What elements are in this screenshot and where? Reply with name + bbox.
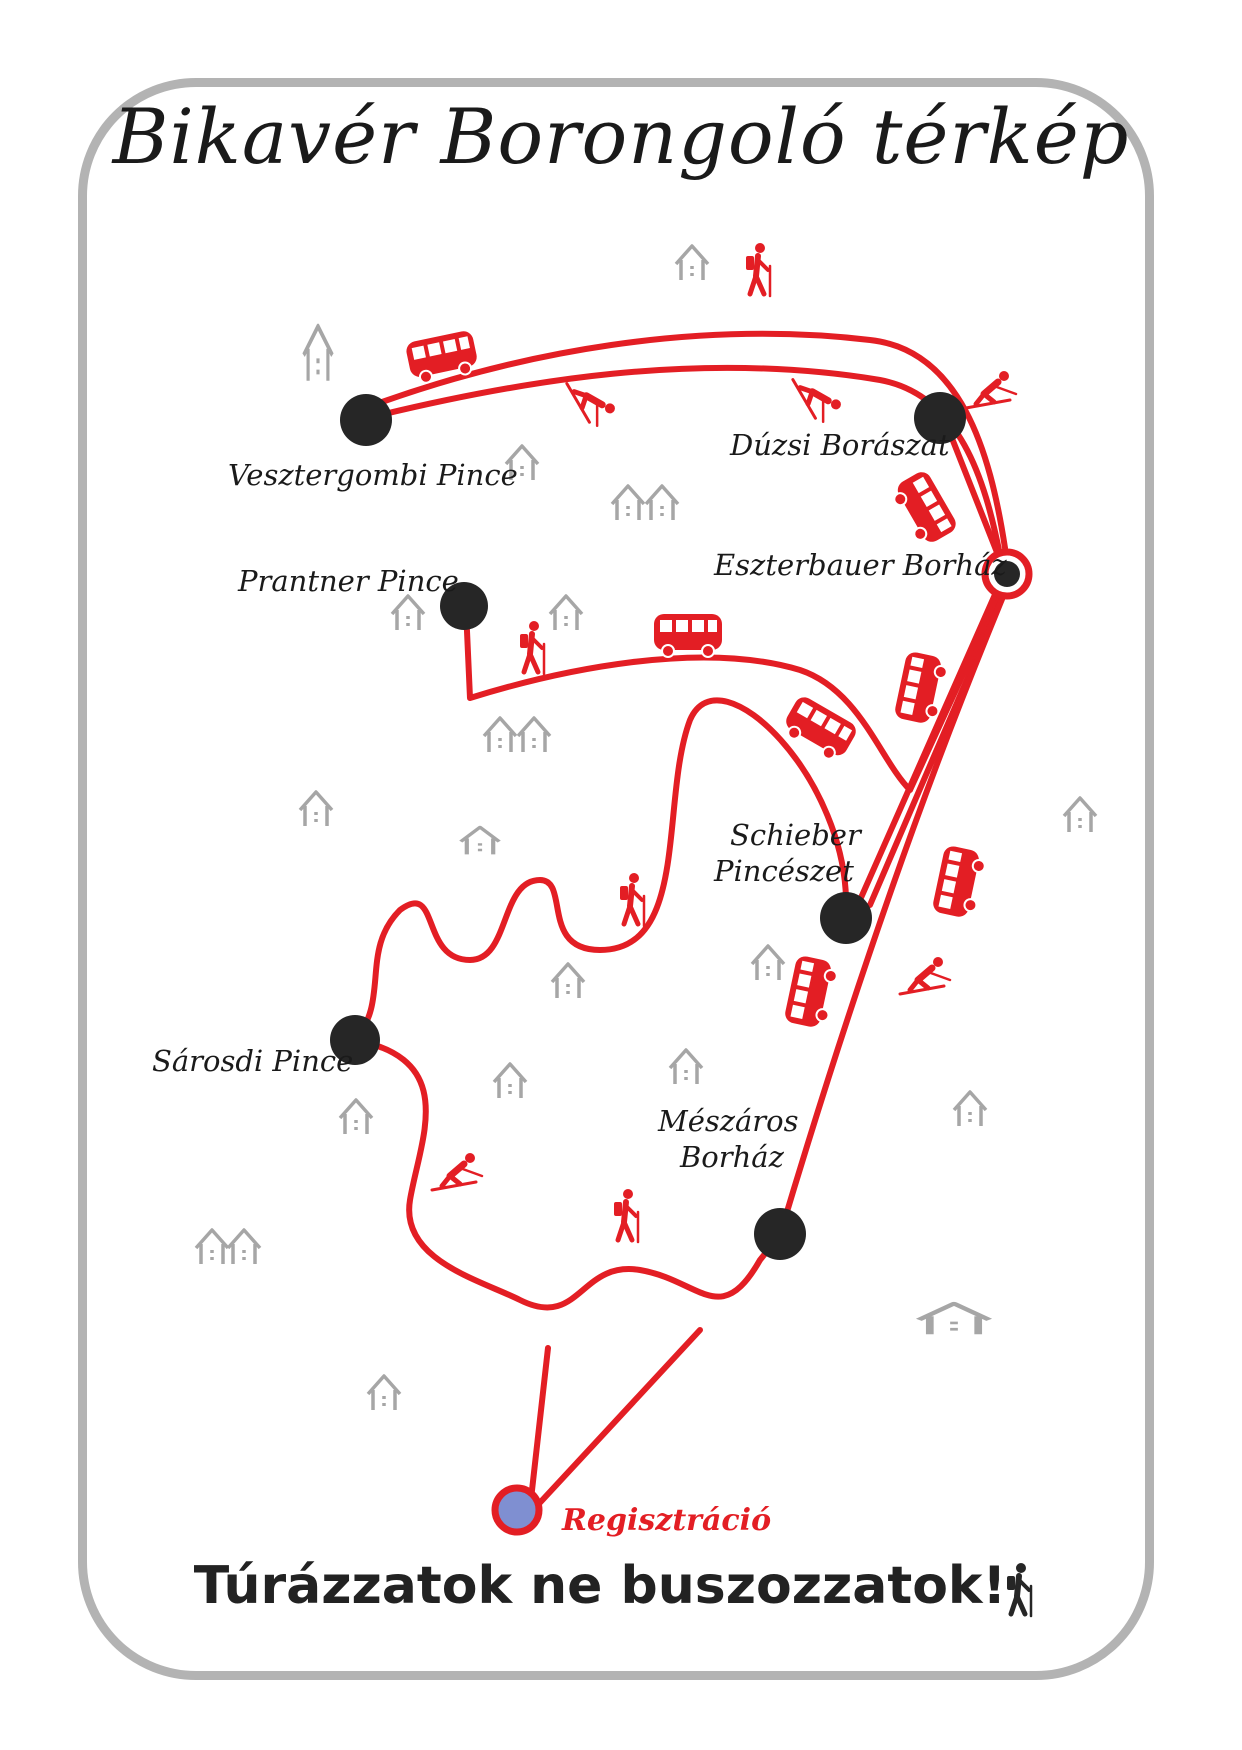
station-label-prantner: Prantner Pince — [238, 564, 459, 598]
house-icon — [668, 1048, 704, 1086]
station-label-duzsi: Dúzsi Borászat — [730, 428, 950, 462]
station-label-sarosdi: Sárosdi Pince — [152, 1044, 354, 1078]
registration-label: Regisztráció — [562, 1503, 772, 1538]
slogan: Túrázzatok ne buszozzatok! — [193, 1556, 1007, 1616]
station-label-schieber-2: Pincészet — [714, 854, 854, 888]
skier-icon — [432, 1153, 482, 1190]
house-icon — [1062, 796, 1098, 834]
house-icon — [492, 1062, 528, 1100]
house-icon — [610, 484, 646, 522]
skier-icon — [966, 371, 1016, 408]
station-registration-ring — [491, 1484, 543, 1536]
station-prantner-marker — [440, 582, 488, 630]
house-icon — [750, 944, 786, 982]
house-icon — [390, 594, 426, 632]
station-sarosdi-marker — [330, 1015, 380, 1065]
hiker-icon — [746, 243, 770, 296]
house-icon — [644, 484, 680, 522]
hiker-icon — [620, 873, 644, 926]
route-vesztergombi-eszterbauer-inner — [357, 364, 1003, 558]
house-icon — [919, 1304, 989, 1335]
hiker-icons — [520, 243, 770, 1242]
station-label-vesztergombi: Vesztergombi Pince — [228, 458, 518, 492]
route-vesztergombi-eszterbauer-outer — [357, 330, 1008, 551]
route-duzsi-eszterbauer — [941, 415, 1003, 563]
route-lines — [352, 330, 1015, 1511]
route-schieber-sarosdi — [352, 697, 850, 1043]
house-icon — [674, 244, 710, 282]
station-vesztergombi-marker — [340, 394, 392, 446]
bus-icon — [653, 613, 723, 658]
route-sarosdi-registration — [352, 1037, 783, 1311]
house-icon — [461, 827, 499, 854]
house-icon — [550, 962, 586, 1000]
route-branch-right — [532, 1327, 703, 1511]
station-schieber-marker — [820, 892, 872, 944]
station-meszaros-marker — [754, 1208, 806, 1260]
station-eszterbauer-marker — [994, 561, 1020, 587]
house-icon — [194, 1228, 230, 1266]
map-title: Bikavér Borongoló térkép — [112, 92, 1130, 181]
station-label-meszaros-1: Mészáros — [658, 1104, 799, 1138]
house-icon — [482, 716, 518, 754]
route-prantner-eszterbauer — [463, 569, 1013, 793]
bus-icon — [930, 843, 989, 922]
station-label-eszterbauer: Eszterbauer Borház — [714, 548, 1007, 582]
hiker-icon — [614, 1189, 638, 1242]
stations — [330, 392, 1033, 1536]
house-icon — [304, 326, 333, 380]
house-icon — [366, 1374, 402, 1412]
house-icon — [952, 1090, 988, 1128]
route-branch-left — [527, 1345, 551, 1511]
station-label-schieber-1: Schieber — [730, 818, 861, 852]
hiker-icon — [520, 621, 544, 674]
bus-icon — [887, 467, 961, 550]
station-label-meszaros-2: Borház — [680, 1140, 784, 1174]
house-icon — [226, 1228, 262, 1266]
route-eszterbauer-meszaros — [777, 572, 1015, 1238]
bus-icon — [782, 953, 841, 1032]
skier-icon — [900, 957, 950, 994]
hiker-icon — [1007, 1563, 1033, 1618]
station-duzsi-marker — [914, 392, 966, 444]
house-icon — [338, 1098, 374, 1136]
house-icon — [548, 594, 584, 632]
house-icon — [516, 716, 552, 754]
house-icon — [298, 790, 334, 828]
route-eszterbauer-schieber-a — [857, 569, 1008, 903]
